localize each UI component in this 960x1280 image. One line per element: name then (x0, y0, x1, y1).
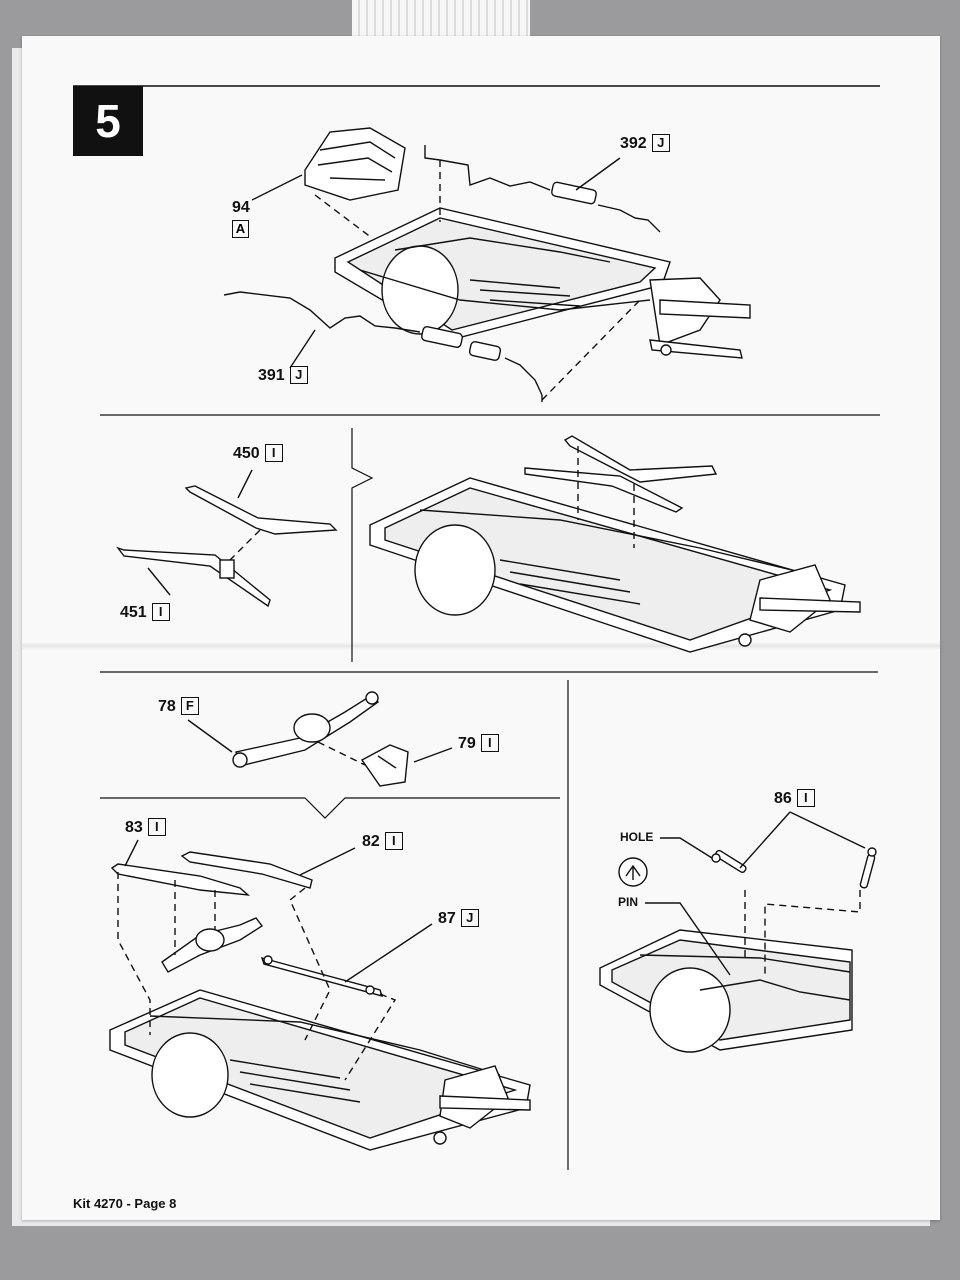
part-78-axle (232, 691, 380, 768)
label-94-letter: A (232, 220, 249, 238)
step-number-badge: 5 (73, 86, 143, 156)
divider-vertical-1 (351, 428, 374, 662)
assembly-guides-3 (117, 872, 397, 1081)
part-391-exhaust (223, 291, 543, 396)
leader-82 (299, 847, 356, 876)
label-94: 94 (232, 199, 250, 216)
leader-86-right (789, 811, 866, 849)
part-86-shock-right (859, 847, 877, 889)
leader-78 (187, 719, 233, 753)
leader-87 (344, 923, 433, 983)
page-footer: Kit 4270 - Page 8 (73, 1196, 177, 1211)
part-86-shock-left (711, 849, 747, 873)
assembly-guides-1 (314, 160, 641, 405)
leader-391 (289, 329, 316, 369)
chassis-1 (334, 207, 751, 359)
part-79-cover (360, 744, 409, 787)
chassis-3 (109, 989, 531, 1151)
chassis-2 (369, 477, 861, 653)
installed-crossmember (524, 435, 718, 513)
part-82-leaf-spring (180, 851, 313, 889)
part-83-leaf-spring (110, 863, 251, 896)
leader-392 (575, 157, 621, 191)
callout-pin: PIN (618, 895, 639, 909)
part-94-fuel-tank (304, 127, 406, 201)
installed-axle (161, 917, 264, 973)
leader-83 (124, 839, 139, 867)
divider-3 (100, 797, 560, 819)
leader-451 (147, 567, 171, 596)
callout-hole: HOLE (620, 830, 654, 844)
leader-86-left (739, 811, 791, 869)
page-fold (22, 642, 940, 650)
leader-hole (660, 837, 713, 859)
leader-450 (237, 469, 253, 499)
part-451-brace (116, 546, 271, 608)
rotation-hint-icon (618, 857, 648, 887)
leader-pin (645, 902, 731, 976)
binder-clip (352, 0, 530, 40)
part-392-exhaust (424, 145, 661, 233)
chassis-4 (599, 929, 853, 1053)
leader-79 (413, 747, 453, 763)
part-87-driveshaft (260, 955, 384, 998)
part-450-brace (184, 485, 338, 535)
leader-94 (251, 174, 303, 201)
